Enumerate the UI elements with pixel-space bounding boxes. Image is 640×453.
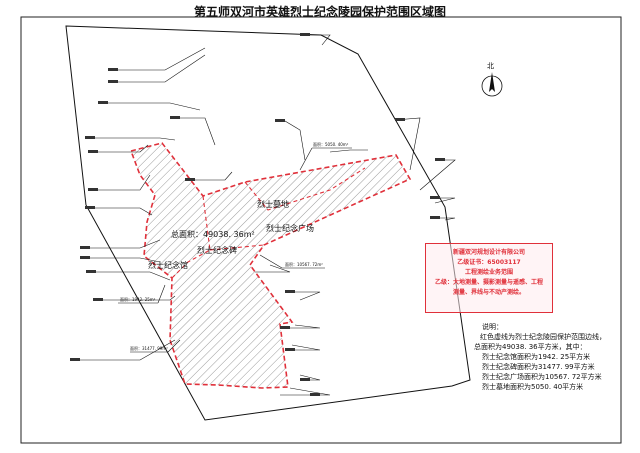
notes-line-6: 烈士墓地面积为5050. 40平方米 xyxy=(482,383,584,391)
zone-dividers xyxy=(171,167,366,279)
survey-stamp: 新疆双河规划设计有限公司 乙级证书：65003117 工程测绘业务范围 乙级：大… xyxy=(425,243,553,313)
total-area-label: 总面积：49038. 36m² xyxy=(171,229,255,239)
point-leaders-left xyxy=(80,47,233,361)
protection-boundary xyxy=(129,142,412,389)
notes-line-4: 烈士纪念碑面积为31477. 99平方米 xyxy=(482,363,595,371)
stamp-scope-line1: 乙级：大地测量、摄影测量与遥感、工程 xyxy=(434,279,543,286)
stamp-scope-line2: 测量、界线与不动产测绘。 xyxy=(452,289,525,296)
area-leaders xyxy=(118,147,352,353)
stamp-scope-title: 工程测绘业务范围 xyxy=(464,269,513,276)
area-tag-hall: 面积：1942. 25m² xyxy=(120,296,156,302)
north-arrow-icon xyxy=(481,72,503,97)
north-label: 北 xyxy=(487,62,494,70)
point-tags xyxy=(70,33,445,396)
area-tag-monument: 面积：31477. 99m² xyxy=(130,345,168,351)
notes-line-5: 烈士纪念广场面积为10567. 72平方米 xyxy=(482,373,602,381)
area-tag-cemetery: 面积：5050. 40m² xyxy=(313,141,349,147)
stamp-certificate: 乙级证书：65003117 xyxy=(457,259,521,266)
notes-heading: 说明： xyxy=(482,323,503,331)
zone-label-hall: 烈士纪念馆 xyxy=(148,260,188,270)
zone-label-monument: 烈士纪念碑 xyxy=(197,245,237,255)
zone-label-plaza: 烈士纪念广场 xyxy=(266,223,314,233)
map-frame xyxy=(20,16,622,444)
zone-label-cemetery: 烈士墓地 xyxy=(257,199,289,209)
notes-line-2: 总面积为49038. 36平方米，其中： xyxy=(474,343,587,351)
notes-line-3: 烈士纪念馆面积为1942. 25平方米 xyxy=(482,353,591,361)
area-tag-plaza: 面积：10567. 72m² xyxy=(285,261,323,267)
stamp-company: 新疆双河规划设计有限公司 xyxy=(452,249,525,256)
site-outline xyxy=(65,25,471,421)
page-title: 第五师双河市英雄烈士纪念陵园保护范围区域图 xyxy=(193,5,446,19)
map-notes: 说明： 红色虚线为烈士纪念陵园保护范围边线， 总面积为49038. 36平方米，… xyxy=(474,322,606,392)
notes-line-1: 红色虚线为烈士纪念陵园保护范围边线， xyxy=(480,333,606,341)
